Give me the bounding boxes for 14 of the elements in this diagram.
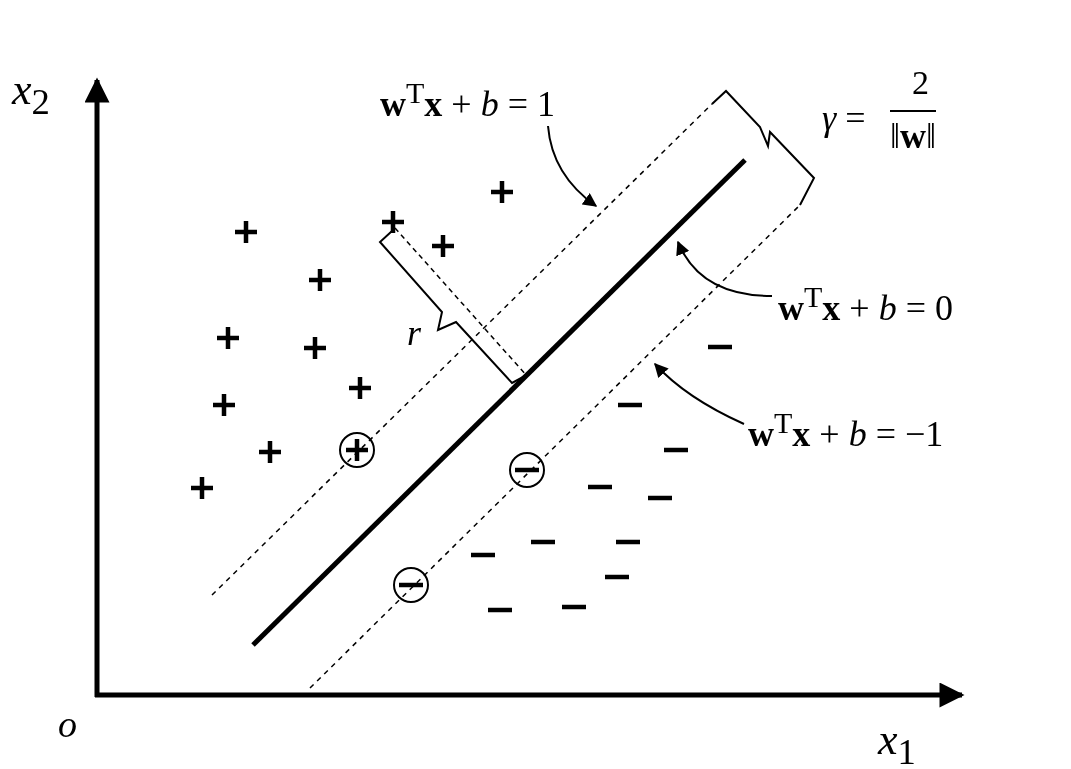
distance-label: r <box>407 315 421 351</box>
equation-label: w$^{T}$x + b = −1 <box>748 408 944 452</box>
gamma-label: γ = <box>822 100 866 136</box>
separating-line <box>251 158 747 647</box>
equation-label: w$^{T}$x + b = 1 <box>380 78 555 122</box>
axis-label: x$_{1}$ <box>878 718 916 769</box>
fraction-denominator: ‖w‖ <box>890 110 937 154</box>
equation-label: w$^{T}$x + b = 0 <box>778 282 953 326</box>
leader-line <box>676 240 773 297</box>
origin-label: o <box>58 705 77 743</box>
leader-line <box>654 363 745 425</box>
fraction-numerator: 2 <box>912 66 929 100</box>
leader-line <box>547 125 598 207</box>
axis-label: x$_{2}$ <box>12 68 50 121</box>
